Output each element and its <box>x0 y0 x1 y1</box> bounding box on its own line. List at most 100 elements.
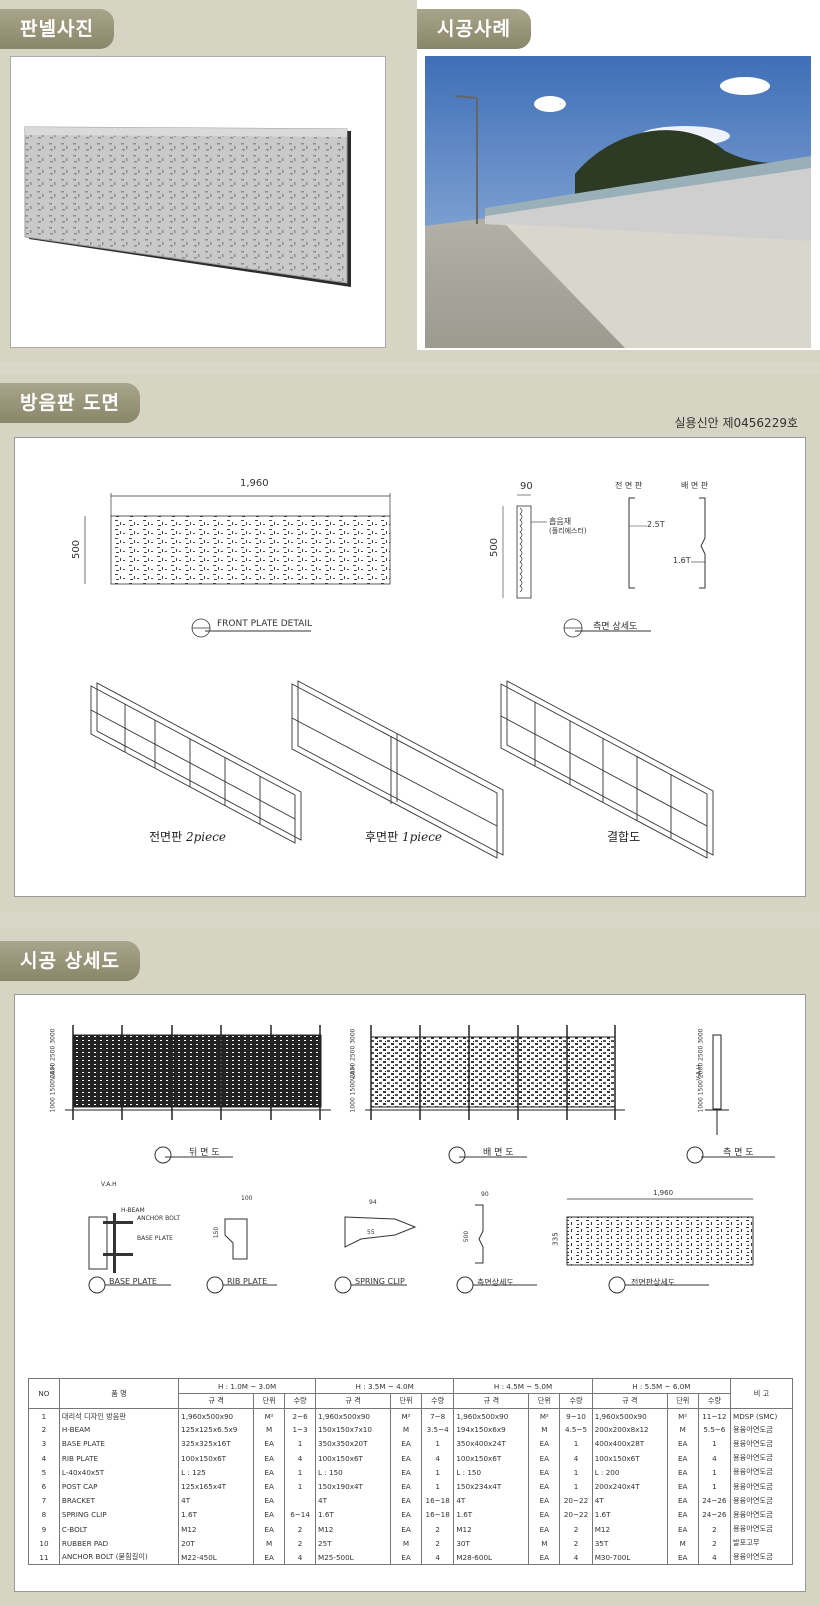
sub-spec: 규 격 <box>453 1393 530 1409</box>
dim-335: 335 <box>551 1232 560 1246</box>
table-cell: 4.5~5 <box>559 1422 593 1437</box>
table-cell: 2 <box>284 1536 317 1551</box>
table-cell: EA <box>528 1465 561 1480</box>
table-cell: EA <box>253 1550 286 1566</box>
side-detail-label: 측면 상세도 <box>593 622 638 632</box>
sub-spec: 규 격 <box>591 1393 668 1409</box>
table-cell: 4T <box>178 1493 255 1508</box>
table-cell: 100x150x6T <box>178 1451 255 1466</box>
side-dim-500: 500 <box>489 537 501 558</box>
patent-number: 실용신안 제0456229호 <box>674 416 799 430</box>
table-cell: 1,960x500x90 <box>315 1408 392 1423</box>
h-beam-label: H-BEAM <box>121 1207 145 1214</box>
front-2piece-caption: 전면판 2piece <box>149 830 227 844</box>
head-group-1: H : 1.0M ~ 3.0M <box>178 1378 317 1394</box>
table-cell: EA <box>390 1436 422 1452</box>
table-cell: 1 <box>284 1465 317 1480</box>
head-note: 비 고 <box>730 1378 793 1409</box>
table-cell: M12 <box>315 1522 392 1537</box>
case-photo <box>425 56 811 348</box>
table-cell: 11~12 <box>697 1408 732 1423</box>
table-cell: EA <box>528 1436 561 1452</box>
table-cell: M <box>528 1536 561 1551</box>
table-cell: 1.6T <box>178 1507 255 1522</box>
table-cell: 125x165x4T <box>178 1479 255 1494</box>
table-cell: 8 <box>28 1507 60 1522</box>
sub-spec: 규 격 <box>315 1393 392 1409</box>
table-cell: L : 200 <box>591 1465 668 1480</box>
dim-1960: 1,960 <box>653 1189 674 1197</box>
sub-unit: 단위 <box>528 1393 561 1409</box>
table-cell: 1 <box>559 1479 593 1494</box>
sub-unit: 단위 <box>253 1393 286 1409</box>
table-cell: 용융아연도금 <box>730 1522 793 1537</box>
head-group-4: H : 5.5M ~ 6.0M <box>591 1378 732 1394</box>
table-cell: 16~18 <box>420 1493 455 1508</box>
table-cell: M28-600L <box>453 1550 530 1566</box>
table-cell: 6~14 <box>284 1507 317 1522</box>
table-cell: 5 <box>28 1465 60 1480</box>
table-cell: EA <box>528 1451 561 1466</box>
table-cell: 3 <box>28 1436 60 1452</box>
table-cell: 2 <box>697 1536 732 1551</box>
table-cell: 4 <box>28 1451 60 1466</box>
table-cell: EA <box>666 1451 699 1466</box>
table-cell: ANCHOR BOLT (묻힘길이) <box>58 1550 180 1566</box>
table-cell: 1~3 <box>284 1422 317 1437</box>
table-cell: 16~18 <box>420 1507 455 1522</box>
table-cell: EA <box>390 1550 422 1566</box>
table-cell: 3.5~4 <box>420 1422 455 1437</box>
table-cell: 2 <box>697 1522 732 1537</box>
table-cell: POST CAP <box>58 1479 180 1494</box>
table-cell: 1,960x500x90 <box>591 1408 668 1423</box>
table-cell: 5.5~6 <box>697 1422 732 1437</box>
table-cell: 100x150x6T <box>315 1451 392 1466</box>
table-cell: SPRING CLIP <box>58 1507 180 1522</box>
table-cell: H-BEAM <box>58 1422 180 1437</box>
table-cell: 4T <box>315 1493 392 1508</box>
dim-55: 55 <box>367 1229 375 1236</box>
table-cell: EA <box>666 1493 699 1508</box>
sub-unit: 단위 <box>666 1393 699 1409</box>
detail-drawing <box>65 1025 775 1294</box>
table-cell: M <box>253 1422 286 1437</box>
table-cell: 20T <box>178 1536 255 1551</box>
table-cell: EA <box>528 1522 561 1537</box>
table-cell: 20~22 <box>559 1507 593 1522</box>
table-cell: EA <box>253 1436 286 1452</box>
table-cell: 1.6T <box>453 1507 530 1522</box>
table-cell: 25T <box>315 1536 392 1551</box>
table-cell: EA <box>528 1479 561 1494</box>
table-cell: L : 150 <box>315 1465 392 1480</box>
front-plate-label: FRONT PLATE DETAIL <box>217 619 312 629</box>
table-cell: 24~26 <box>697 1493 732 1508</box>
sub-qty: 수량 <box>697 1393 732 1409</box>
table-cell: 24~26 <box>697 1507 732 1522</box>
heights-label-3: 1000 1500 2000 2500 3000 <box>697 1028 705 1113</box>
back-label: 배 면 판 <box>681 481 709 490</box>
section-tag-drawing: 방음판 도면 <box>0 383 141 423</box>
table-cell: L : 150 <box>453 1465 530 1480</box>
table-cell: M <box>666 1422 699 1437</box>
rear-view-label: 뒤 면 도 <box>189 1148 220 1158</box>
table-cell: 2 <box>420 1536 455 1551</box>
table-cell: 2 <box>559 1522 593 1537</box>
table-cell: 350x350x20T <box>315 1436 392 1452</box>
table-cell: 발포고무 <box>730 1536 793 1551</box>
sound-material: 흡음재 <box>549 517 572 526</box>
table-cell: EA <box>528 1507 561 1522</box>
table-cell: 1 <box>284 1436 317 1452</box>
table-cell: EA <box>253 1522 286 1537</box>
table-cell: M <box>666 1536 699 1551</box>
thickness-25: 2.5T <box>647 520 665 529</box>
table-cell: 1,960x500x90 <box>453 1408 530 1423</box>
table-cell: 125x125x6.5x9 <box>178 1422 255 1437</box>
table-cell: 7 <box>28 1493 60 1508</box>
table-cell: 4 <box>559 1451 593 1466</box>
table-cell: M² <box>528 1408 561 1423</box>
heights-label-2: 1000 1500 2000 2500 3000 <box>349 1028 357 1113</box>
table-cell: 2 <box>420 1522 455 1537</box>
dim-height: 500 <box>71 539 83 560</box>
